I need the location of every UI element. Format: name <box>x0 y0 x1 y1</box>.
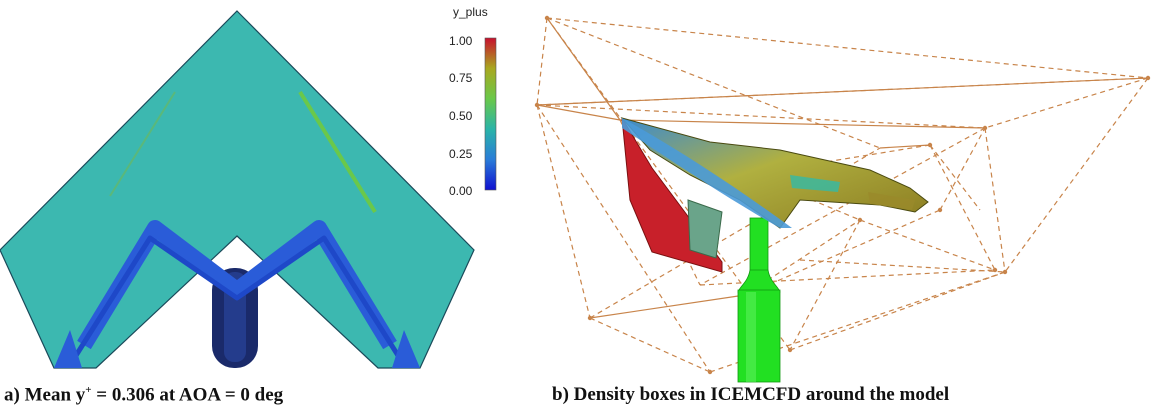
caption-a-suffix: = 0.306 at AOA = 0 deg <box>91 384 284 406</box>
colorbar-title: y_plus <box>453 5 488 19</box>
wing-top-surface <box>620 117 929 229</box>
colorbar-scale <box>484 37 497 191</box>
caption-a-sup: + <box>85 384 92 396</box>
wing-model <box>620 117 929 273</box>
colorbar: y_plus 1.00 0.75 0.50 0.25 0.00 <box>449 5 497 198</box>
caption-panel-b: b) Density boxes in ICEMCFD around the m… <box>552 384 950 405</box>
colorbar-tick: 0.50 <box>449 109 473 123</box>
colorbar-tick: 0.25 <box>449 147 473 161</box>
support-strut <box>737 217 781 383</box>
caption-a-prefix: a) Mean y <box>4 384 86 406</box>
wing-contour-plot <box>0 10 475 369</box>
colorbar-tick: 0.75 <box>449 71 473 85</box>
caption-panel-a: a) Mean y+ = 0.306 at AOA = 0 deg <box>4 384 283 406</box>
colorbar-tick: 1.00 <box>449 34 473 48</box>
colorbar-tick: 0.00 <box>449 184 473 198</box>
